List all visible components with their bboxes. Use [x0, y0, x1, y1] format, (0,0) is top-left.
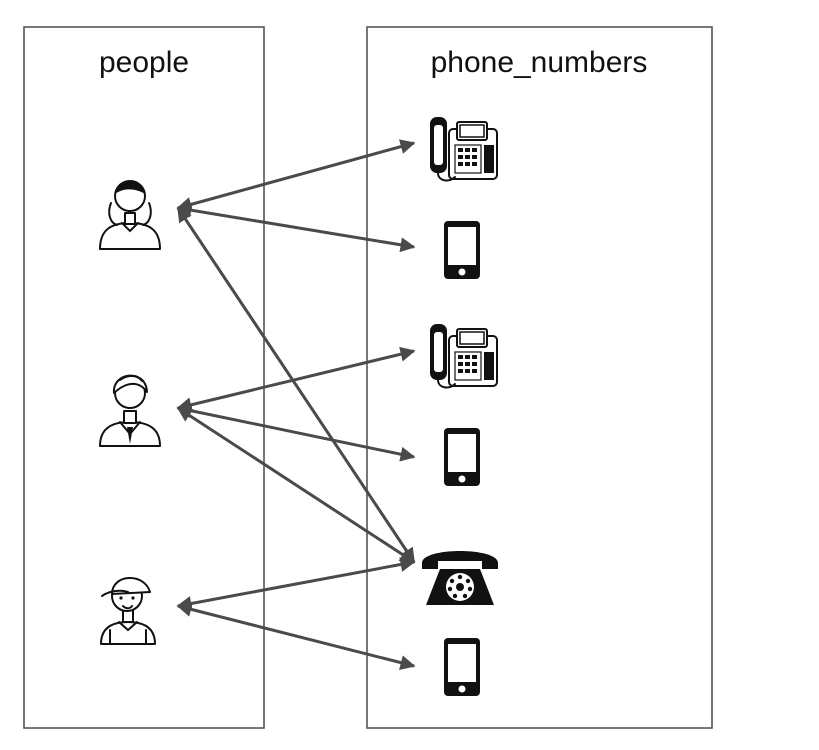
arrow-boy-mobile3: [176, 602, 416, 670]
phone-numbers-column: [366, 26, 713, 729]
woman-icon: [99, 180, 161, 250]
arrow-boy-rotary: [176, 557, 416, 611]
phone-numbers-title: phone_numbers: [431, 46, 648, 79]
people-title: people: [99, 46, 189, 79]
mobile-phone-icon: [444, 428, 480, 486]
businessman-icon: [99, 374, 161, 447]
relationship-arrows: [176, 139, 416, 670]
arrow-woman-desk1: [176, 139, 416, 212]
mobile-phone-icon: [444, 638, 480, 696]
mobile-phone-icon: [444, 221, 480, 279]
boy-with-cap-icon: [100, 577, 156, 645]
desk-phone-icon: [429, 116, 498, 182]
desk-phone-icon: [429, 323, 498, 389]
arrow-man-rotary: [176, 406, 416, 564]
arrow-man-desk2: [176, 346, 416, 413]
people-column: [23, 26, 265, 729]
